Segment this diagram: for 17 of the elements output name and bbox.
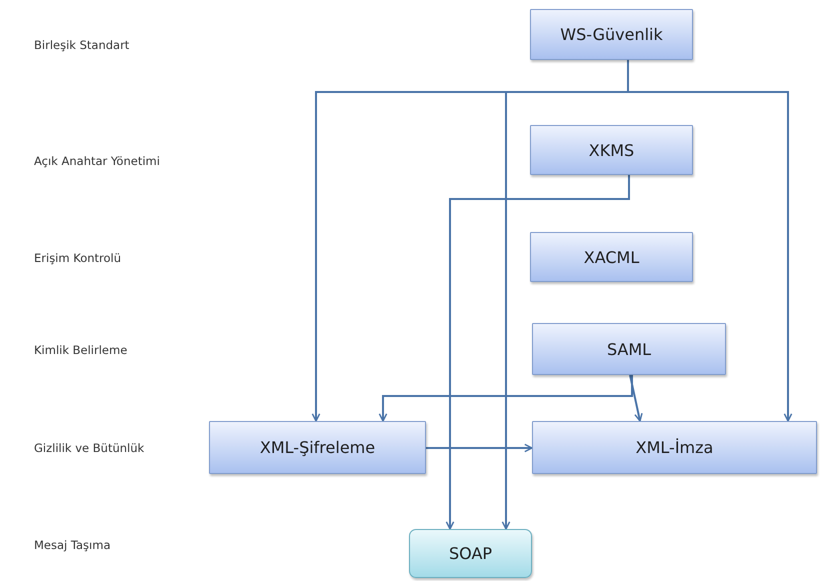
process-box: XML-İmza <box>532 421 817 474</box>
process-box: XACML <box>530 232 693 282</box>
arrow <box>378 375 633 422</box>
process-box: WS-Güvenlik <box>530 9 693 60</box>
arrow <box>446 175 630 530</box>
layer-label: Açık Anahtar Yönetimi <box>34 154 160 168</box>
process-box: XKMS <box>530 125 693 175</box>
arrow <box>426 444 533 452</box>
layer-label: Kimlik Belirleme <box>34 343 128 357</box>
rounded-box: SOAP <box>409 529 532 578</box>
process-box: SAML <box>532 323 726 375</box>
layer-label: Erişim Kontrolü <box>34 251 122 265</box>
layer-label: Birleşik Standart <box>34 38 130 52</box>
arrow <box>629 374 643 422</box>
process-box: XML-Şifreleme <box>209 421 426 474</box>
layer-label: Mesaj Taşıma <box>34 538 110 552</box>
layer-label: Gizlilik ve Bütünlük <box>34 441 144 455</box>
